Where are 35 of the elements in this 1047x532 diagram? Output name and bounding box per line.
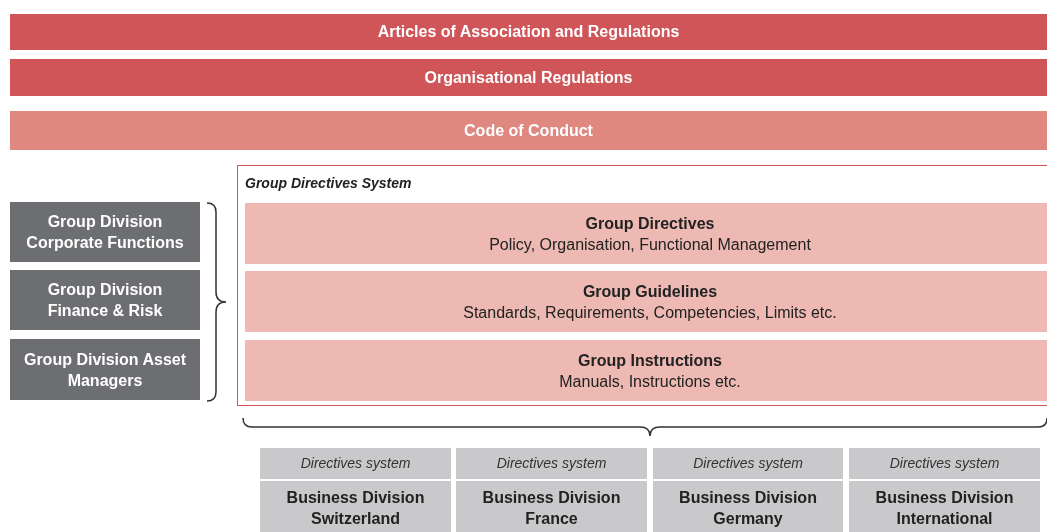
frame-title: Group Directives System bbox=[245, 175, 412, 191]
directive-description: Policy, Organisation, Functional Management bbox=[489, 234, 811, 255]
directives-system-label: Directives system bbox=[849, 448, 1040, 481]
division-box bbox=[10, 202, 200, 262]
directives-system-label: Directives system bbox=[456, 448, 647, 481]
business-division-box bbox=[260, 448, 451, 532]
regulation-band bbox=[10, 14, 1047, 50]
directives-system-label: Directives system bbox=[260, 448, 451, 481]
business-division-box bbox=[849, 448, 1040, 532]
directive-title: Group Directives bbox=[585, 213, 715, 234]
directive-title: Group Instructions bbox=[578, 350, 722, 371]
business-division-box bbox=[456, 448, 647, 532]
division-box bbox=[10, 339, 200, 400]
regulation-band bbox=[10, 111, 1047, 150]
directives-system-label: Directives system bbox=[653, 448, 843, 481]
division-title: Business Division International bbox=[874, 488, 1015, 529]
system-frame bbox=[237, 165, 1047, 406]
directive-band bbox=[245, 203, 1047, 264]
band-title: Organisational Regulations bbox=[424, 68, 633, 87]
division-title: Business Division Switzerland bbox=[285, 488, 426, 529]
band-title: Code of Conduct bbox=[464, 121, 593, 140]
division-title: Group Division Asset Managers bbox=[22, 349, 188, 391]
directive-band bbox=[245, 271, 1047, 332]
division-title: Group Division Finance & Risk bbox=[46, 280, 164, 321]
regulation-band bbox=[10, 59, 1047, 96]
division-title: Business Division France bbox=[481, 488, 622, 529]
band-title: Articles of Association and Regulations bbox=[377, 23, 680, 41]
directive-description: Standards, Requirements, Competencies, Limits etc. bbox=[463, 302, 837, 323]
directive-band bbox=[245, 340, 1047, 401]
business-division-box bbox=[653, 448, 843, 532]
directive-description: Manuals, Instructions etc. bbox=[559, 371, 741, 392]
division-title: Group Division Corporate Functions bbox=[25, 212, 185, 253]
division-title: Business Division Germany bbox=[678, 488, 818, 529]
directive-title: Group Guidelines bbox=[582, 281, 718, 302]
division-box bbox=[10, 270, 200, 330]
